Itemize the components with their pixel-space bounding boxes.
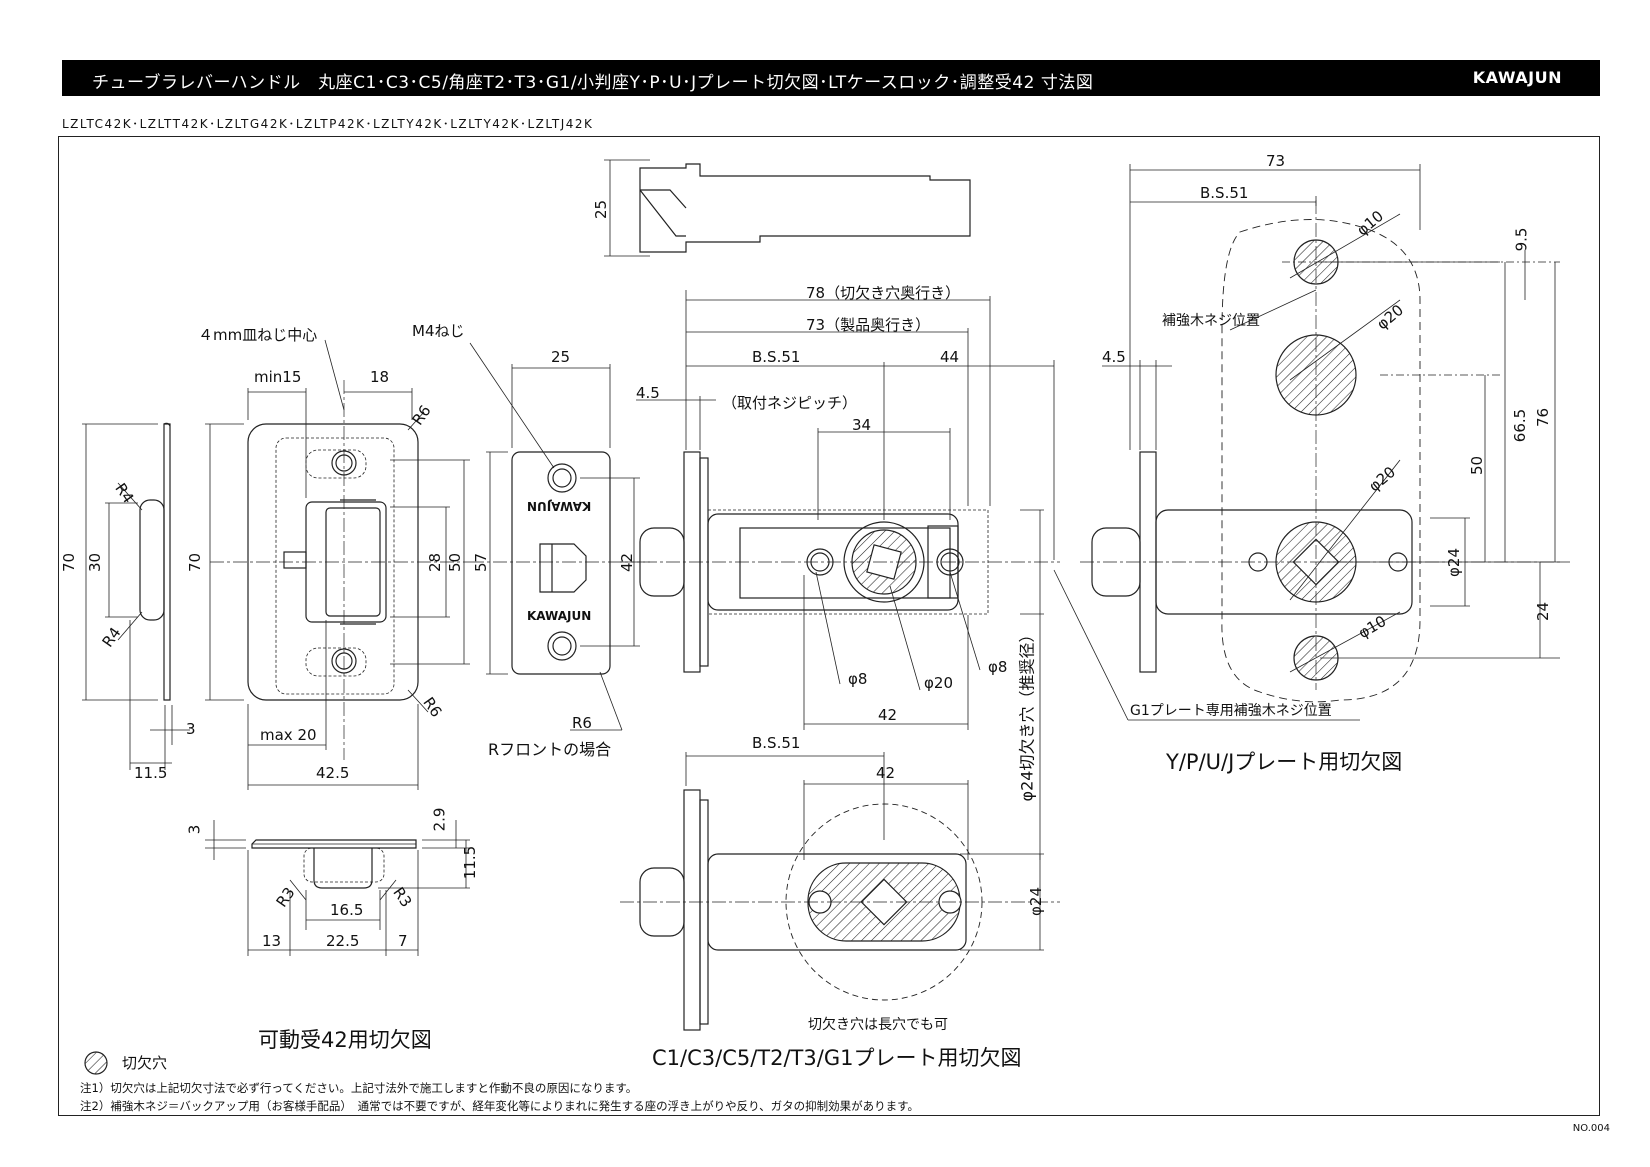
dim-25-top: 25: [592, 199, 611, 220]
latch-side-view: [620, 290, 1360, 860]
dim-50: 50: [446, 552, 465, 573]
dim-50-y: 50: [1468, 455, 1487, 476]
dim-70-front: 70: [186, 552, 205, 573]
c-plate-cutout-view: [620, 752, 1060, 1031]
g1-reinforce-label: G1プレート専用補強木ネジ位置: [1130, 703, 1332, 719]
dim-30-side: 30: [86, 552, 105, 573]
hatch-legend-label: 切欠穴: [122, 1054, 168, 1072]
faceplate-logo-top: KAWAJUN: [527, 499, 592, 513]
note-2: 注2）補強木ネジ＝バックアップ用（お客様手配品） 通常では不要ですが、経年変化等…: [80, 1099, 919, 1113]
brand-logo: KAWAJUN: [1472, 68, 1562, 87]
r-front-note: Rフロントの場合: [488, 740, 612, 759]
m4-screw-label: M4ねじ: [412, 322, 465, 340]
screw-pitch-label: （取付ネジピッチ）: [722, 394, 858, 412]
dim-16-5: 16.5: [330, 901, 364, 919]
dim-70-side: 70: [60, 552, 79, 573]
strike-side-profile: [82, 422, 190, 770]
dim-42-c: 42: [876, 764, 896, 782]
slot-note: 切欠き穴は長穴でも可: [808, 1017, 948, 1033]
reinforce-screw-label: 補強木ネジ位置: [1162, 313, 1260, 329]
dim-4-5: 4.5: [636, 384, 660, 402]
dim-22-5: 22.5: [326, 932, 360, 950]
dim-2-9: 2.9: [430, 807, 449, 832]
phi24-hole-label: φ24切欠き穴（推奨径）: [1017, 626, 1037, 802]
dim-4-5-y: 4.5: [1102, 348, 1126, 366]
page-title: チューブラレバーハンドル 丸座C1･C3･C5/角座T2･T3･G1/小判座Y･…: [92, 73, 1094, 93]
dim-bs51-c: B.S.51: [752, 734, 801, 752]
dim-phi8-right: φ8: [988, 658, 1008, 676]
hatch-legend-symbol: [84, 1051, 108, 1075]
title-bar: チューブラレバーハンドル 丸座C1･C3･C5/角座T2･T3･G1/小判座Y･…: [62, 60, 1600, 96]
dim-73: 73（製品奥行き）: [806, 316, 931, 334]
dim-66-5: 66.5: [1511, 408, 1530, 443]
dim-3: 3: [186, 720, 196, 738]
y-plate-cutout-view: [1080, 164, 1570, 703]
dim-min15: min15: [254, 368, 302, 386]
dim-phi8-left: φ8: [848, 670, 868, 688]
screw-center-label: ４mm皿ねじ中心: [198, 326, 318, 344]
strike-caption: 可動受42用切欠図: [258, 1028, 432, 1052]
model-codes: LZLTC42K･LZLTT42K･LZLTG42K･LZLTP42K･LZLT…: [62, 117, 594, 131]
dim-42-front: 42: [618, 552, 637, 573]
dim-78: 78（切欠き穴奥行き）: [806, 284, 961, 302]
dim-28: 28: [426, 552, 445, 573]
dim-r6-front: R6: [572, 714, 592, 732]
latch-top-view: [604, 159, 971, 257]
dim-24-y: 24: [1534, 601, 1553, 622]
dim-42-5: 42.5: [316, 764, 350, 782]
note-1: 注1）切欠穴は上記切欠寸法で必ず行ってください。上記寸法外で施工しますと作動不良…: [80, 1081, 638, 1095]
dim-bs51-y: B.S.51: [1200, 184, 1249, 202]
dim-18: 18: [370, 368, 390, 386]
c-plate-caption: C1/C3/C5/T2/T3/G1プレート用切欠図: [652, 1046, 1022, 1070]
faceplate-logo-bottom: KAWAJUN: [527, 609, 592, 623]
dim-34: 34: [852, 416, 872, 434]
strike-front-plate: [205, 339, 470, 790]
dim-7: 7: [398, 932, 408, 950]
strike-section: [205, 820, 470, 956]
dim-9-5: 9.5: [1512, 227, 1531, 252]
dim-76: 76: [1534, 407, 1553, 428]
dim-13: 13: [262, 932, 282, 950]
latch-faceplate: [469, 342, 650, 731]
drawing-frame: [58, 136, 1600, 1116]
dim-3-section: 3: [185, 824, 204, 835]
dim-11-5-section: 11.5: [461, 845, 480, 880]
dim-57: 57: [472, 552, 491, 573]
dim-max20: max 20: [260, 726, 317, 744]
dim-25-front: 25: [551, 348, 571, 366]
dim-73-y: 73: [1266, 152, 1286, 170]
y-plate-caption: Y/P/U/Jプレート用切欠図: [1166, 750, 1403, 774]
dim-11-5-side: 11.5: [134, 764, 168, 782]
dim-phi20: φ20: [924, 674, 953, 692]
dim-44: 44: [940, 348, 960, 366]
page-number: NO.004: [1572, 1123, 1610, 1134]
dim-phi24-y: φ24: [1444, 548, 1463, 577]
dim-bs51: B.S.51: [752, 348, 801, 366]
dim-phi24-c: φ24: [1026, 887, 1045, 916]
dim-42-latch: 42: [878, 706, 898, 724]
